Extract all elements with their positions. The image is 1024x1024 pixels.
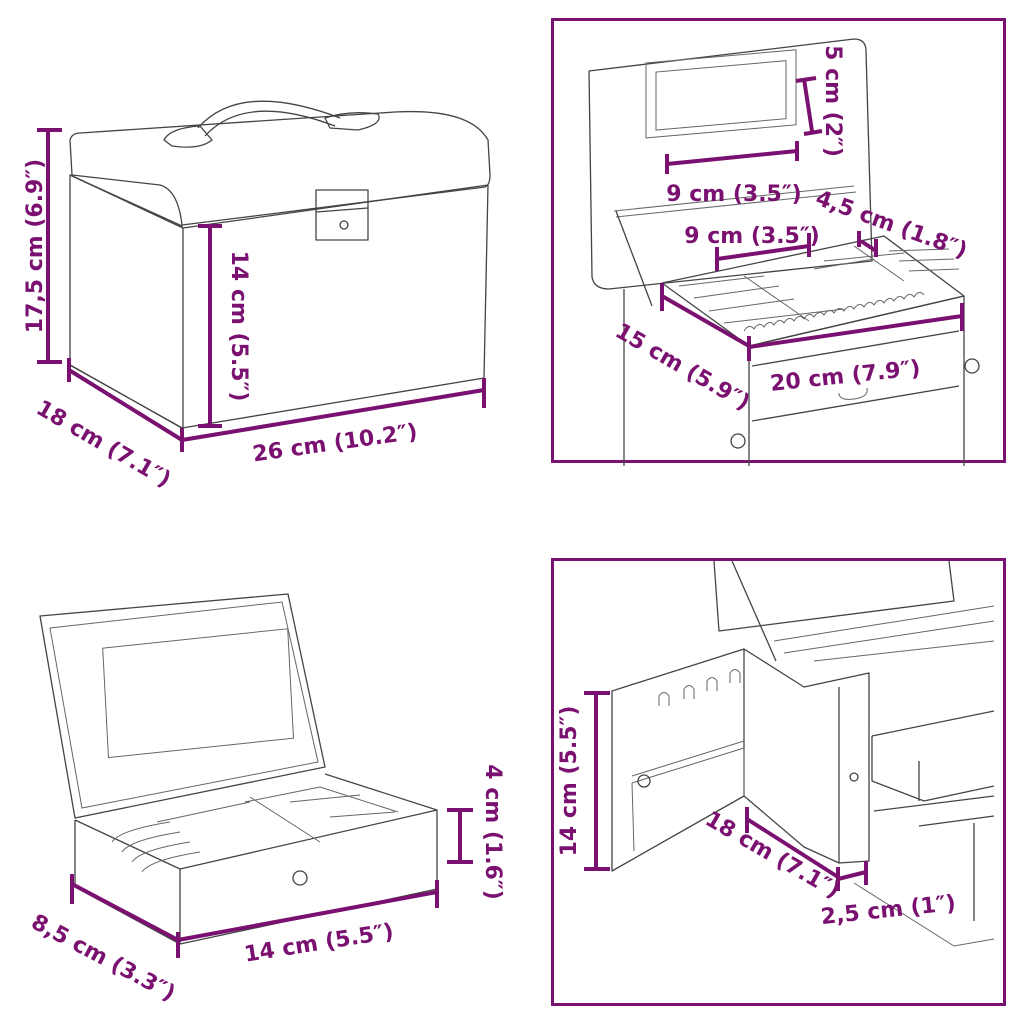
lid-strip [613,185,857,218]
small-box-panel: 4 cm (1.6″) 8,5 cm (3.3″) 14 cm (5.5″) [0,512,512,1024]
drawer-lower [873,795,995,921]
label-depth: 18 cm (7.1″) [32,396,175,493]
label-height: 14 cm (5.5″) [557,706,582,857]
dim-line-width [181,378,486,442]
lid-support-arm [615,210,653,307]
lock-plate [315,189,369,241]
door-pocket [631,740,745,852]
corner-rivet [964,358,980,374]
dim-line-compartment-width [715,233,811,271]
case-body-edge [69,228,184,429]
drawer-front [751,330,960,422]
cabinet-base [853,882,995,947]
open-tray-panel: 5 cm (2″) 9 cm (3.5″) 9 cm (3.5″) 4,5 cm… [551,18,1006,466]
closed-case-drawing: 17,5 cm (6.9″) 14 cm (5.5″) 18 cm (7.1″)… [23,100,491,493]
closed-case-panel: 17,5 cm (6.9″) 14 cm (5.5″) 18 cm (7.1″)… [0,0,512,512]
label-compartment-width: 9 cm (3.5″) [684,224,820,249]
door-hooks [658,669,741,706]
top-tray [773,605,995,662]
keyhole-icon [339,220,349,230]
label-depth: 8,5 cm (3.3″) [27,910,179,1007]
corner-rivet [730,433,746,449]
ring-rolls [743,291,925,332]
keyhole-icon [849,772,859,782]
small-box-lid [39,593,326,819]
open-tray-drawing: 5 cm (2″) 9 cm (3.5″) 9 cm (3.5″) 4,5 cm… [588,38,980,466]
small-box-mirror [102,628,294,759]
label-mirror-height: 5 cm (2″) [820,45,845,157]
dim-line-tray-depth [660,283,751,361]
handle-bracket-right [324,112,380,131]
dim-line-depth [70,874,180,958]
label-width: 26 cm (10.2″) [251,420,419,468]
small-box-drawing: 4 cm (1.6″) 8,5 cm (3.3″) 14 cm (5.5″) [27,593,505,1007]
tray-body [623,289,965,466]
ring-rolls [111,821,201,873]
dim-line-height [584,691,610,871]
mirror-inner [655,60,787,131]
mirror-outer [645,49,797,139]
tray-lid [588,38,873,290]
cabinet-side [743,648,870,864]
label-height-total: 17,5 cm (6.9″) [23,159,48,333]
case-lid [69,110,491,226]
small-box-lid-inner [49,601,319,809]
tray-compartments [678,245,960,324]
handle-icon [197,100,341,137]
handle-bracket-left [163,125,213,148]
pocket-rivet [637,774,651,788]
label-thickness: 2,5 cm (1″) [820,891,957,930]
dim-line-thickness [837,861,868,885]
label-tray-width: 20 cm (7.9″) [769,356,922,397]
dim-line-height [447,808,473,864]
cabinet-lid [713,560,955,632]
dim-line-height-total [37,128,62,364]
side-door-panel: 14 cm (5.5″) 18 cm (7.1″) 2,5 cm (1″) [551,558,1006,1006]
drawer-handle-icon [838,387,868,400]
dim-line-height-body [198,224,222,428]
tray-box [661,235,965,347]
lid-support-arm [731,560,777,662]
label-height-body: 14 cm (5.5″) [226,251,251,402]
dim-line-mirror-width [665,141,799,174]
lock-divider [315,207,369,213]
keyhole-icon [292,870,308,886]
label-slot-width: 4,5 cm (1.8″) [812,186,970,264]
dim-line-slot-width [857,231,878,257]
dim-line-tray-width [748,303,964,349]
label-width: 14 cm (5.5″) [243,919,396,967]
label-height: 4 cm (1.6″) [480,764,505,900]
drawer-upper [871,710,995,802]
small-box-dividers [156,786,399,843]
dim-line-mirror-height [795,76,823,136]
side-door-drawing: 14 cm (5.5″) 18 cm (7.1″) 2,5 cm (1″) [557,560,995,947]
dim-line-width [177,880,439,942]
label-mirror-width: 9 cm (3.5″) [666,182,802,207]
